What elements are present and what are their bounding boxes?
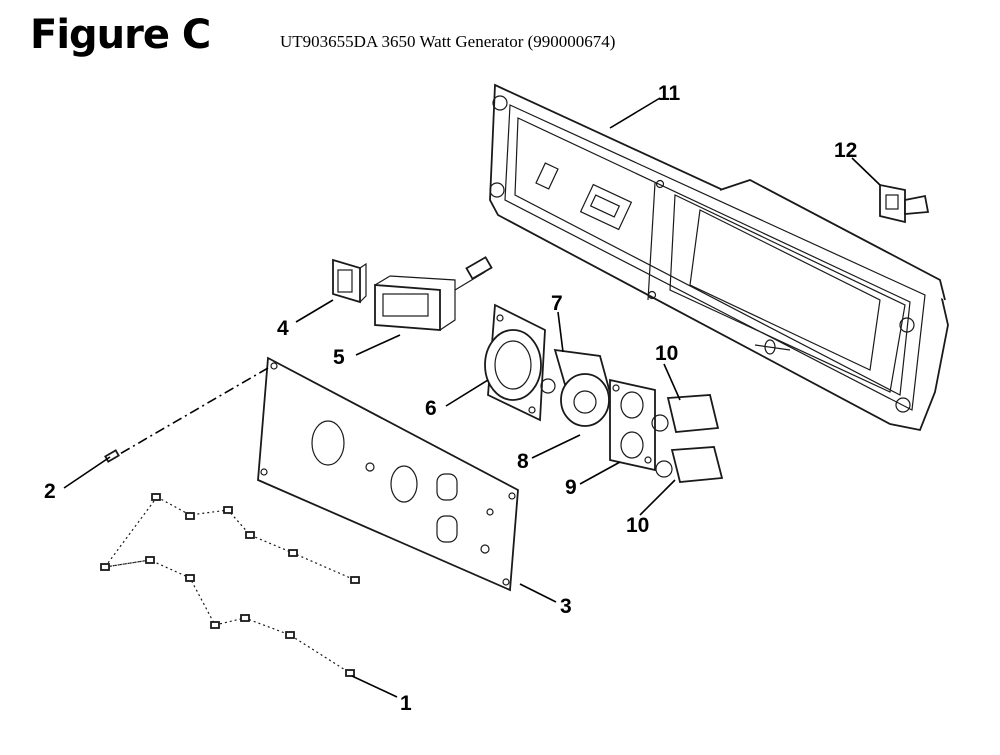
part-5-hour-meter	[374, 256, 493, 331]
callout-5: 5	[333, 346, 345, 369]
callout-10-lower: 10	[626, 514, 649, 537]
part-2-screw	[104, 367, 269, 463]
figure-title: Figure C	[30, 12, 211, 58]
callout-10-upper: 10	[655, 342, 678, 365]
part-9-duplex-outlet	[609, 378, 656, 472]
callout-2: 2	[44, 480, 56, 503]
callout-1: 1	[400, 692, 412, 715]
part-7-receptacle	[540, 348, 614, 427]
callout-6: 6	[425, 397, 437, 420]
figure-subtitle: UT903655DA 3650 Watt Generator (99000067…	[280, 32, 616, 51]
callout-3: 3	[560, 595, 572, 618]
callout-9: 9	[565, 476, 577, 499]
callout-8: 8	[517, 450, 529, 473]
part-6-receptacle	[484, 303, 546, 422]
callout-7: 7	[551, 292, 563, 315]
callout-4: 4	[277, 317, 289, 340]
leader-lines	[63, 97, 881, 698]
callout-11: 11	[658, 82, 681, 105]
part-3-face-plate	[257, 356, 519, 592]
part-4-switch	[332, 258, 367, 304]
part-10-breaker-lower	[655, 446, 724, 483]
part-1-screw-set	[100, 493, 360, 677]
part-10-breaker-upper	[651, 394, 720, 433]
callout-labels: 11 12 4 5 7 6 10 8 9 10 2 3 1	[44, 82, 857, 715]
callout-12: 12	[834, 139, 857, 162]
part-12-fitting	[879, 183, 930, 224]
control-panel-housing	[489, 83, 949, 432]
